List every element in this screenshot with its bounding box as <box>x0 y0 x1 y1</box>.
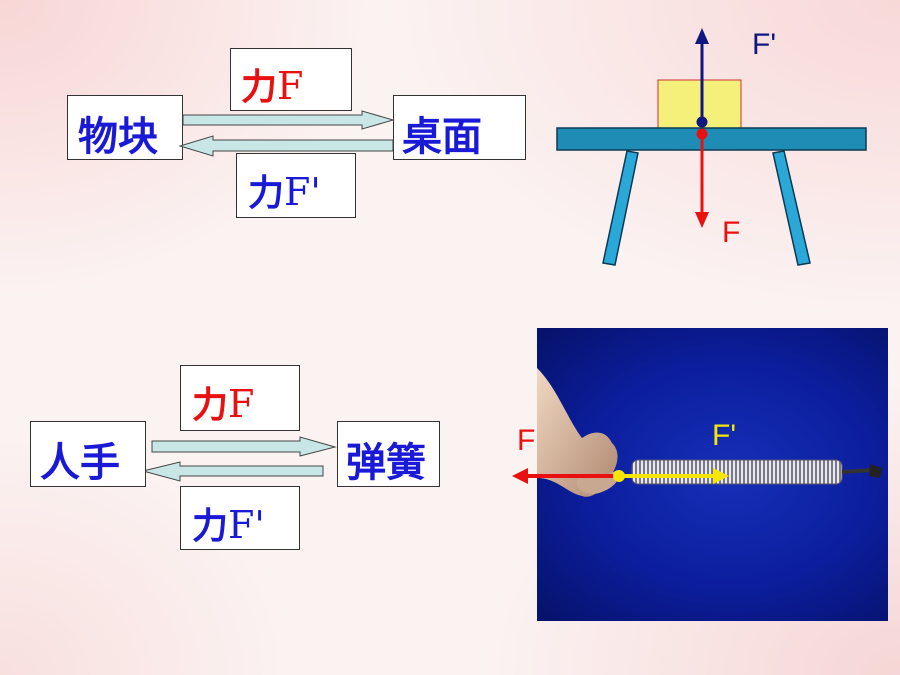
bottom-force-back-label: 力F' <box>192 506 265 545</box>
top-force-forward-symbol: F <box>277 64 304 108</box>
bottom-force-forward-char: 力 <box>192 385 229 426</box>
bottom-force-forward-symbol: F <box>228 382 255 426</box>
bottom-force-forward-box <box>180 365 300 431</box>
bottom-force-forward-label: 力F <box>192 385 254 424</box>
force-down-head <box>695 212 709 228</box>
photo-right-label: F' <box>712 419 737 452</box>
block <box>657 79 742 129</box>
spring-photo <box>537 328 888 621</box>
force-up-head <box>695 28 709 44</box>
bottom-right-object-label: 弹簧 <box>346 440 426 486</box>
photo-force-right-head <box>713 468 729 484</box>
bottom-force-back-box <box>180 486 300 550</box>
diagram-up-label: F' <box>752 28 777 61</box>
top-force-back-label: 力F' <box>248 173 321 212</box>
bottom-force-back-symbol: F' <box>228 503 265 547</box>
top-force-back-char: 力 <box>248 173 285 214</box>
bottom-left-object-label: 人手 <box>40 440 120 486</box>
table-leg-left <box>602 150 639 266</box>
bottom-back-arrow <box>142 461 324 482</box>
photo-force-point <box>613 470 625 482</box>
table-top <box>556 127 867 151</box>
force-down-point <box>696 128 708 140</box>
photo-left-label: F <box>517 424 536 457</box>
top-force-forward-label: 力F <box>241 67 303 106</box>
top-right-object-box <box>393 95 526 160</box>
bottom-force-back-char: 力 <box>192 506 229 547</box>
diagram-down-label: F <box>722 216 741 249</box>
top-left-object-box <box>67 95 183 160</box>
top-left-object-label: 物块 <box>78 114 158 160</box>
table-leg-right <box>772 150 811 266</box>
top-force-back-symbol: F' <box>284 170 321 214</box>
spring-coil <box>632 460 842 484</box>
hand <box>537 368 618 497</box>
bottom-forward-arrow <box>151 436 337 457</box>
top-force-back-box <box>236 153 356 218</box>
bottom-right-object-box <box>337 421 440 487</box>
photo-force-left-outer-head <box>512 468 528 484</box>
top-force-forward-char: 力 <box>241 67 278 108</box>
top-forward-arrow <box>182 110 395 130</box>
bottom-left-object-box <box>30 421 146 487</box>
top-right-object-label: 桌面 <box>402 114 482 160</box>
force-up-point <box>696 116 708 128</box>
photo-drawing <box>537 368 882 497</box>
